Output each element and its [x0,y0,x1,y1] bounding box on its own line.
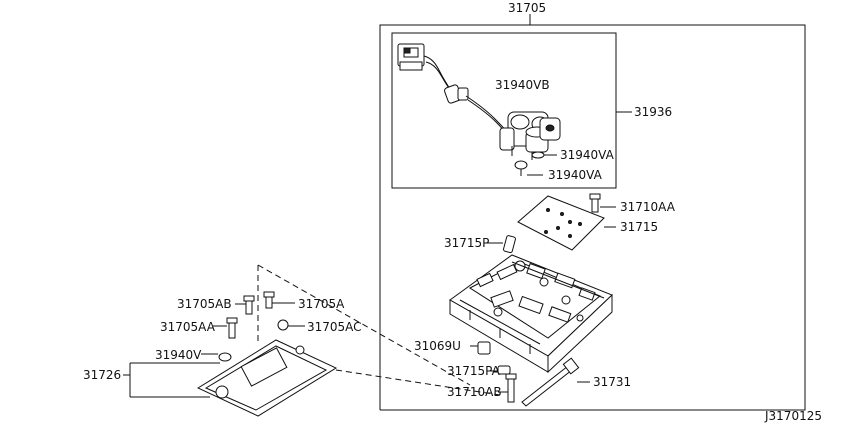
label-31069u: 31069U [414,339,461,353]
part-labels: 31705 31936 31940VB 31940VA 31940VA 3171… [83,1,822,423]
label-31705a: 31705A [298,297,345,311]
label-31705: 31705 [508,1,546,15]
label-31726: 31726 [83,368,121,382]
oil-pan-assembly [123,339,338,417]
label-31715pa: 31715PA [447,364,501,378]
filter-31715p [486,235,516,254]
assembly-frame [379,14,806,411]
solenoid-subassembly-frame [391,32,632,189]
label-31705ac: 31705AC [307,320,362,334]
solenoid-valves [499,111,561,160]
label-31940va-2: 31940VA [548,168,603,182]
pan-bolts [213,291,305,339]
diagram-reference-code: J3170125 [764,409,822,423]
label-31936: 31936 [634,105,672,119]
o-rings [514,151,557,176]
separator-plate [517,195,616,251]
bolt-31710aa [589,193,616,213]
label-31705ab: 31705AB [177,297,232,311]
label-31710aa: 31710AA [620,200,676,214]
label-31940v: 31940V [155,348,202,362]
alignment-lines [257,264,501,396]
label-31705aa: 31705AA [160,320,216,334]
harness-connector [397,43,513,143]
small-parts [470,341,590,407]
label-31940vb: 31940VB [495,78,550,92]
label-31715p: 31715P [444,236,489,250]
label-31731: 31731 [593,375,631,389]
label-31940va-1: 31940VA [560,148,615,162]
control-valve-body [449,254,613,374]
label-31715: 31715 [620,220,658,234]
label-31710ab: 31710AB [447,385,502,399]
